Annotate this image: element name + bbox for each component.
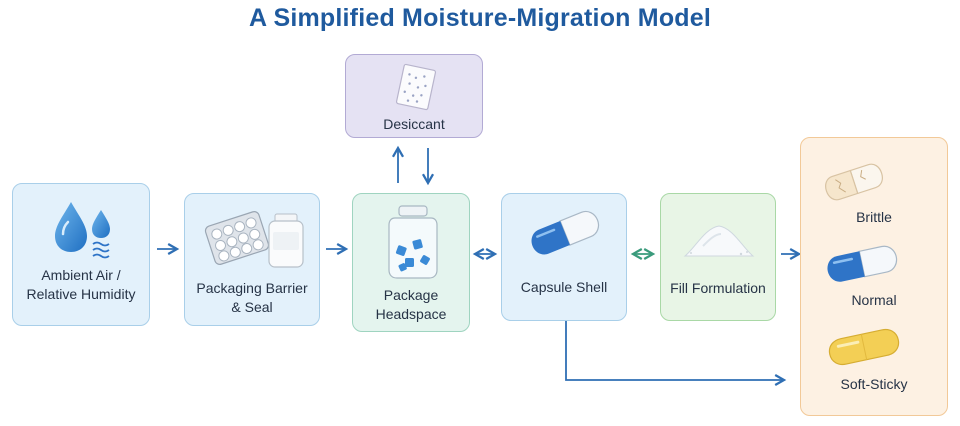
capsule-icon: [531, 210, 600, 255]
water-drops-icon: [55, 202, 110, 259]
node-capsule-shell: Capsule Shell: [501, 193, 627, 321]
powder-pile-icon: [683, 225, 755, 257]
arrow-capsule-to-outcomes: [565, 321, 787, 387]
brittle-capsule-icon: [825, 163, 883, 201]
outcome-brittle-label: Brittle: [856, 209, 892, 225]
blister-pack-icon: [204, 211, 304, 268]
node-fill-label: Fill Formulation: [670, 280, 766, 296]
node-fill-formulation: Fill Formulation: [660, 193, 776, 321]
node-desiccant: Desiccant: [345, 54, 483, 138]
diagram-title: A Simplified Moisture-Migration Model: [248, 4, 712, 32]
node-ambient-label: Ambient Air / Relative Humidity: [26, 267, 136, 302]
node-package-headspace: Package Headspace: [352, 193, 470, 332]
normal-capsule-icon: [827, 245, 898, 282]
desiccant-sachet-icon: [396, 63, 436, 111]
jar-with-particles-icon: [388, 205, 438, 279]
outcome-soft-sticky-label: Soft-Sticky: [840, 376, 908, 392]
node-ambient-air: Ambient Air / Relative Humidity: [12, 183, 150, 326]
soft-sticky-capsule-icon: [828, 328, 900, 366]
node-desiccant-label: Desiccant: [383, 116, 445, 132]
node-packaging-label: Packaging Barrier & Seal: [196, 280, 308, 315]
node-packaging-barrier: Packaging Barrier & Seal: [184, 193, 320, 326]
outcomes-panel: Brittle Normal Soft-Sticky: [800, 137, 948, 416]
node-capsule-label: Capsule Shell: [520, 279, 608, 295]
outcome-normal-label: Normal: [851, 292, 897, 308]
node-headspace-label: Package Headspace: [375, 287, 447, 322]
